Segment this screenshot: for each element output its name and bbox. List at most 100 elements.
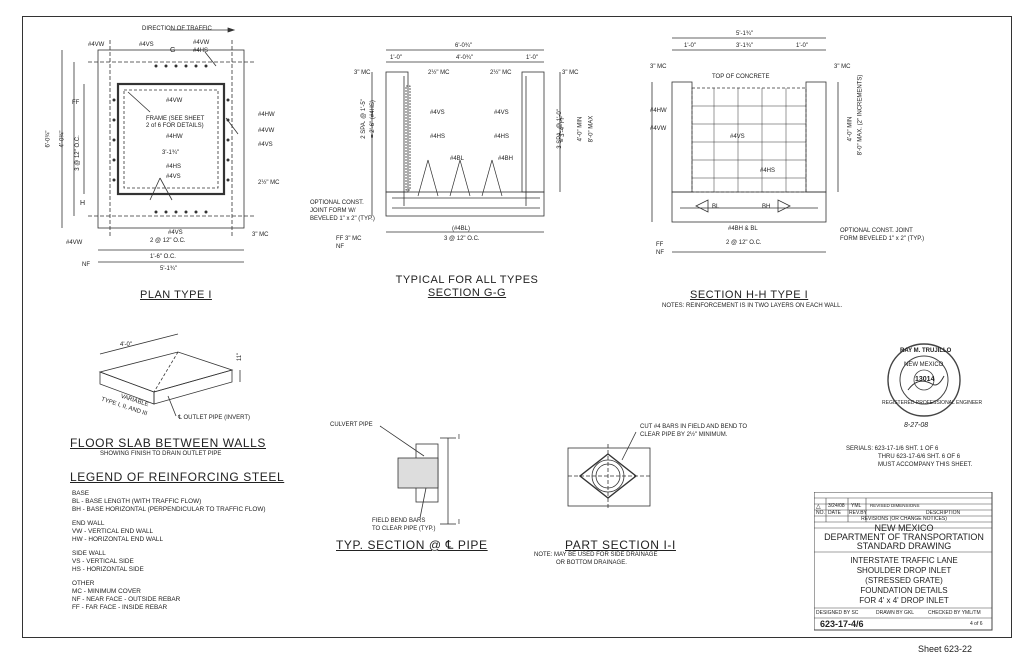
plan-label: H (80, 200, 86, 207)
section-hh-base (671, 191, 827, 223)
plan-label: #4VS (168, 230, 183, 236)
section-gg-label: 2½" MC (490, 70, 512, 76)
section-gg-label: 1'-0" (390, 55, 402, 61)
section-hh-label: 1'-0" (684, 43, 696, 49)
section-gg-label: 3" MC (562, 70, 579, 76)
section-hh-label: 8'-0" MAX. (2" INCREMENTS) (857, 74, 864, 156)
section-hh-label: NF (656, 250, 664, 256)
section-gg-label: 2½" MC (428, 70, 450, 76)
plan-outer-wall (97, 49, 245, 229)
plan-label: #4VW (193, 40, 210, 46)
plan-label: #4VW (88, 42, 105, 48)
plan-label: #4HS (166, 164, 182, 170)
section-gg-label: 3 @ 12" O.C. (444, 236, 480, 242)
seal-state: NEW MEXICO (904, 362, 944, 368)
section-hh-label: 2 @ 12" O.C. (726, 240, 762, 246)
legend-item: BL - BASE LENGTH (WITH TRAFFIC FLOW) (72, 498, 202, 505)
revision-date: 3/24/08 (828, 503, 845, 509)
legend-title: LEGEND OF REINFORCING STEEL (70, 470, 285, 484)
agency-dept: DEPARTMENT OF TRANSPORTATION (824, 532, 984, 542)
floor-slab-subtitle: SHOWING FINISH TO DRAIN OUTLET PIPE (100, 451, 222, 457)
drawing-desc: (STRESSED GRATE) (865, 576, 943, 585)
sheet-number: Sheet 623-22 (918, 644, 973, 654)
section-hh-label: #4HW (650, 108, 667, 114)
legend-item: VW - VERTICAL END WALL (72, 528, 154, 535)
section-gg-label: 4'-0" MIN (577, 116, 584, 142)
engineer-seal (887, 343, 961, 417)
legend-group-head: BASE (72, 490, 90, 497)
section-hh-notes: NOTES: REINFORCEMENT IS IN TWO LAYERS ON… (662, 303, 843, 309)
floor-slab-top (98, 351, 234, 393)
rev-header-date: DATE (828, 510, 841, 516)
legend-group-head: END WALL (72, 520, 105, 527)
cut-i-bottom: I (458, 519, 460, 526)
section-hh-label: 3'-1¾" (736, 43, 753, 49)
section-gg-label: #4VS (494, 110, 509, 116)
plan-inner-opening (116, 82, 226, 196)
field-bend-label: TO CLEAR PIPE (TYP.) (372, 526, 436, 532)
plan-label: 3" MC (252, 232, 269, 238)
plan-label: 2 of 6 FOR DETAILS) (146, 123, 204, 129)
section-hh-label: OPTIONAL CONST. JOINT (840, 228, 913, 234)
legend-item: HS - HORIZONTAL SIDE (72, 566, 144, 573)
section-gg-label: NF (336, 244, 344, 250)
rev-header-desc: DESCRIPTION (926, 510, 961, 516)
cut-i-top: I (458, 434, 460, 441)
section-gg-label: 6'-0¾" (455, 43, 472, 49)
drawing-desc: FOUNDATION DETAILS (860, 586, 948, 595)
plan-label: 5'-1¾" (160, 266, 177, 272)
legend-item: BH - BASE HORIZONTAL (PERPENDICULAR TO T… (72, 506, 266, 513)
plan-label: #4VW (258, 128, 275, 134)
section-gg-label: = 2'-6" (#4HS) (369, 100, 376, 138)
direction-of-traffic-label: DIRECTION OF TRAFFIC (142, 26, 212, 32)
part-section-note: OR BOTTOM DRAINAGE. (556, 560, 627, 566)
plan-label: #4VS (139, 42, 154, 48)
legend-item: FF - FAR FACE - INSIDE REBAR (72, 604, 168, 611)
serials-line: MUST ACCOMPANY THIS SHEET. (878, 462, 973, 468)
plan-label: 1'-6" O.C. (150, 254, 176, 260)
plan-label: #4VW (66, 240, 83, 246)
revision-desc: REVISED DIMENSIONS (870, 503, 920, 508)
section-hh-label: #4VW (650, 126, 667, 132)
section-gg-label: 3" MC (354, 70, 371, 76)
plan-label: NF (82, 262, 90, 268)
legend-item: VS - VERTICAL SIDE (72, 558, 134, 565)
section-hh-label: BH (762, 204, 771, 210)
plan-label: #4VS (166, 174, 181, 180)
agency-name: NEW MEXICO (874, 523, 934, 533)
sheet-of: 4 of 6 (970, 621, 983, 627)
part-section-cut-note: CUT #4 BARS IN FIELD AND BEND TO (640, 424, 748, 430)
section-hh-label: #4VS (730, 134, 745, 140)
drawing-sheet (22, 16, 1012, 638)
plan-label: G (170, 47, 176, 54)
floor-slab-dim-side: 11" (237, 352, 244, 362)
rev-header-no: NO. (816, 510, 825, 516)
section-hh-right-wall (805, 81, 827, 193)
section-hh-label: FF (656, 242, 664, 248)
checked-by: CHECKED BY YML/TM (928, 610, 981, 616)
plan-label: #4HS (193, 48, 209, 54)
agency-drawing-type: STANDARD DRAWING (856, 541, 952, 551)
section-hh-label: TOP OF CONCRETE (712, 74, 770, 80)
plan-label: 3'-1¾" (162, 150, 179, 156)
section-hh-label: 1'-0" (796, 43, 808, 49)
section-gg-title-line1: TYPICAL FOR ALL TYPES (395, 274, 539, 286)
section-hh-label: FORM BEVELED 1" x 2" (TYP.) (840, 236, 925, 242)
part-section-note: NOTE: MAY BE USED FOR SIDE DRAINAGE (534, 552, 658, 558)
section-gg-title: SECTION G-G (427, 287, 507, 299)
section-hh-label: #4HS (760, 168, 776, 174)
serials-line: SERIALS: 623-17-1/6 SHT. 1 OF 6 (846, 446, 939, 452)
designed-by: DESIGNED BY SC (816, 610, 859, 616)
revision-no: △ (816, 504, 821, 510)
seal-number: 13014 (915, 376, 935, 383)
section-gg-label: #4VS (430, 110, 445, 116)
floor-slab-title: FLOOR SLAB BETWEEN WALLS (70, 436, 266, 450)
legend-item: MC - MINIMUM COVER (72, 588, 141, 595)
rev-header-by: REV.BY (849, 510, 867, 516)
section-gg-right-wall (521, 71, 545, 193)
drawing-desc: INTERSTATE TRAFFIC LANE (850, 556, 958, 565)
section-gg-label: OPTIONAL CONST. (310, 200, 364, 206)
legend-item: HW - HORIZONTAL END WALL (72, 536, 164, 543)
section-hh-left-wall (671, 81, 693, 193)
drawing-desc: FOR 4' x 4' DROP INLET (859, 596, 949, 605)
